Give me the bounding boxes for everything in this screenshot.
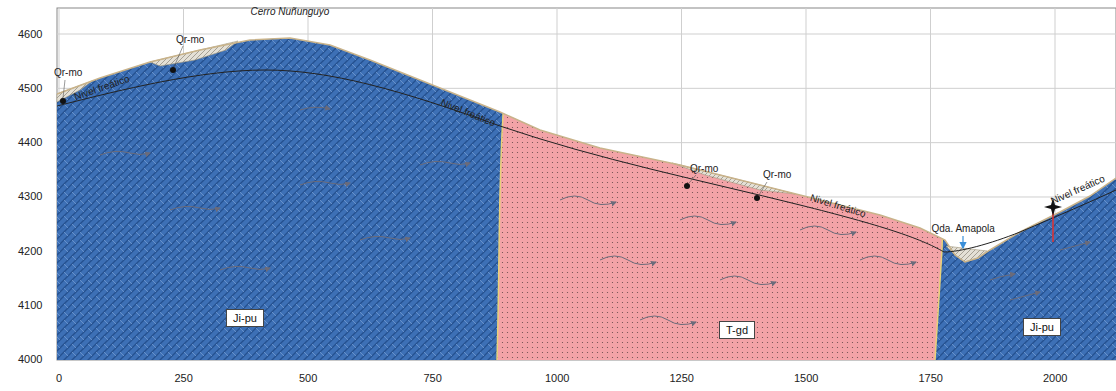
axis-tick-label: 1250 [670, 373, 694, 384]
axis-tick-label: 4200 [18, 246, 42, 257]
unit-label: Qr-mo [54, 68, 82, 78]
unit-code: Ji-pu [233, 312, 257, 324]
axis-tick-label: 1750 [919, 373, 943, 384]
unit-box: T-gd [719, 321, 755, 339]
stream-label: Qda. Amapola [932, 224, 995, 234]
axis-tick-label: 1000 [545, 373, 569, 384]
axis-tick-label: 4300 [18, 191, 42, 202]
unit-code: T-gd [726, 324, 748, 336]
axis-tick-label: 1500 [794, 373, 818, 384]
place-name: Cerro Nuñunguyo [251, 7, 330, 17]
axis-tick-label: 4500 [18, 83, 42, 94]
grid-line [57, 34, 1116, 35]
axis-tick-label: 750 [424, 373, 442, 384]
axis-tick-label: 4100 [18, 300, 42, 311]
axis-tick-label: 500 [299, 373, 317, 384]
axis-tick-label: 250 [175, 373, 193, 384]
axis-tick-label: 0 [56, 373, 62, 384]
axis-tick-label: 4000 [18, 354, 42, 365]
unit-code: Ji-pu [1030, 321, 1054, 333]
unit-label: Qr-mo [690, 164, 718, 174]
axis-tick-label: 2000 [1043, 373, 1067, 384]
unit-box: Ji-pu [1023, 318, 1061, 336]
axis-tick-label: 4600 [18, 29, 42, 40]
unit-label: Qr-mo [176, 35, 204, 45]
unit-box: Ji-pu [226, 309, 264, 327]
unit-label: Qr-mo [763, 170, 791, 180]
axis-tick-label: 4400 [18, 137, 42, 148]
